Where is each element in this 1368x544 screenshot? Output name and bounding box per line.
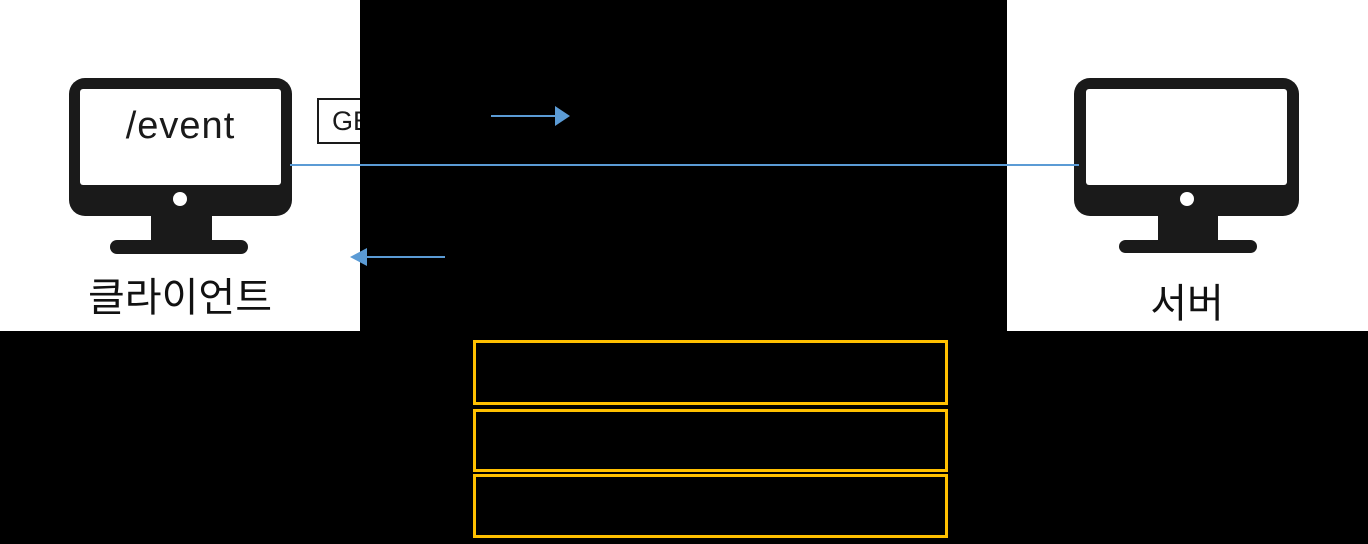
bottom-black-overlay	[0, 331, 1368, 544]
client-screen-text: /event	[125, 105, 236, 147]
event-callout-box-3	[473, 474, 948, 538]
response-arrowhead-icon	[350, 248, 367, 266]
server-monitor-dot	[1180, 192, 1194, 206]
server-monitor-body	[1074, 78, 1299, 216]
client-monitor-dot	[173, 192, 187, 206]
server-monitor-stand	[1158, 216, 1218, 242]
client-label: 클라이언트	[88, 276, 272, 320]
client-monitor-base	[110, 240, 248, 254]
request-arrowhead-icon	[555, 106, 570, 126]
client-monitor-stand	[151, 216, 212, 242]
connection-line	[290, 164, 1079, 166]
response-arrow-shaft	[366, 256, 445, 258]
client-monitor-body: /event	[69, 78, 292, 216]
request-arrow-shaft	[491, 115, 557, 117]
event-callout-box-1	[473, 340, 948, 405]
event-callout-box-2	[473, 409, 948, 472]
server-monitor-base	[1119, 240, 1257, 253]
client-monitor-screen: /event	[80, 89, 281, 185]
server-label: 서버	[1150, 282, 1224, 326]
server-monitor-screen	[1086, 89, 1287, 185]
middle-black-overlay	[360, 0, 1007, 332]
